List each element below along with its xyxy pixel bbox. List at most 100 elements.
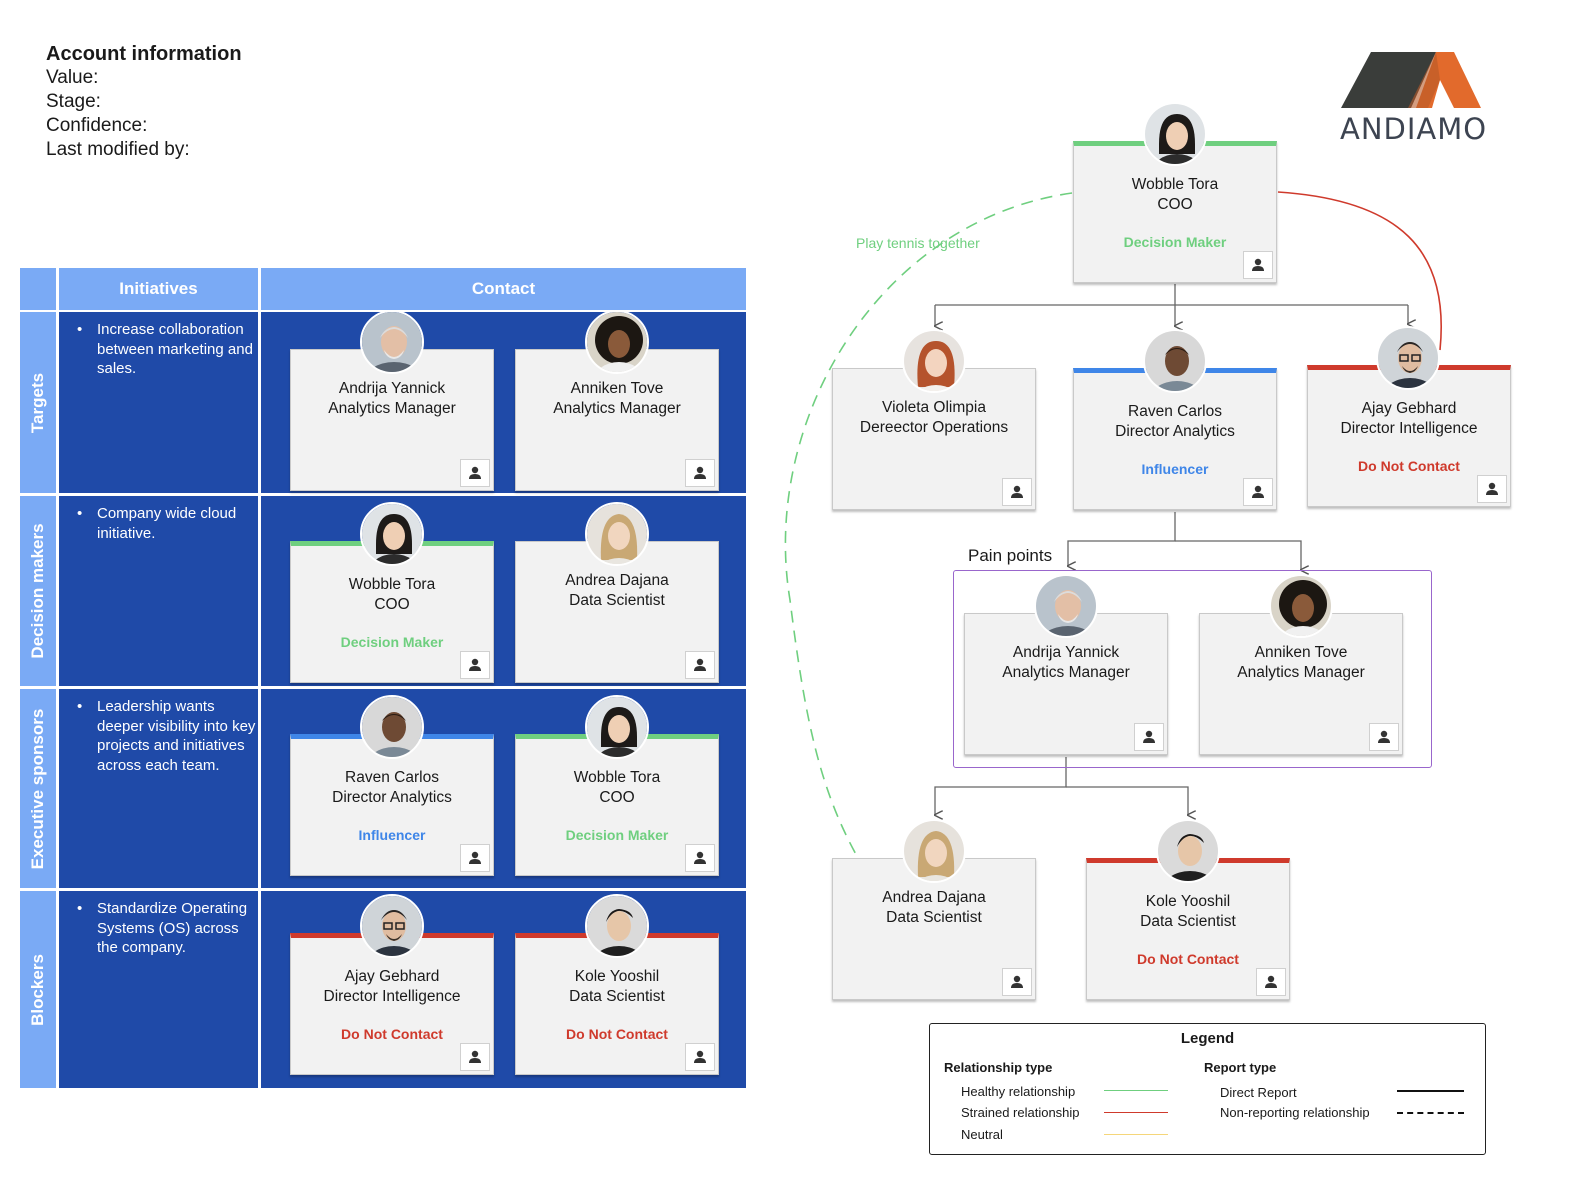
contact-name: Violeta Olimpia <box>882 399 986 416</box>
profile-button[interactable] <box>460 651 490 679</box>
legend-strained: Strained relationship <box>961 1105 1080 1120</box>
contact-role: Analytics Manager <box>553 400 681 417</box>
person-icon <box>1263 974 1279 990</box>
initiative-text: Leadership wants deeper visibility into … <box>77 697 258 775</box>
profile-button[interactable] <box>685 1043 715 1071</box>
profile-button[interactable] <box>1477 475 1507 503</box>
initiative-blockers: Standardize Operating Systems (OS) acros… <box>59 891 258 1088</box>
initiative-text: Increase collaboration between marketing… <box>77 320 258 379</box>
person-icon <box>1250 484 1266 500</box>
contact-card[interactable]: Ajay Gebhard Director Intelligence Do No… <box>290 933 494 1075</box>
initiative-executive-sponsors: Leadership wants deeper visibility into … <box>59 689 258 888</box>
avatar <box>1143 329 1207 393</box>
legend-non-reporting-line <box>1397 1112 1464 1114</box>
person-icon <box>1141 729 1157 745</box>
legend-healthy-line <box>1104 1090 1168 1091</box>
legend-report-heading: Report type <box>1204 1060 1277 1075</box>
status-badge: Do Not Contact <box>1137 951 1239 967</box>
person-icon <box>1250 257 1266 273</box>
account-confidence-label: Confidence: <box>46 115 148 136</box>
avatar <box>585 502 649 566</box>
contact-card[interactable]: Andrea Dajana Data Scientist <box>515 541 719 683</box>
initiative-decision-makers: Company wide cloud initiative. <box>59 496 258 686</box>
avatar <box>902 819 966 883</box>
avatar <box>1156 819 1220 883</box>
contact-name: Wobble Tora <box>348 576 436 593</box>
org-card[interactable]: Raven Carlos Director Analytics Influenc… <box>1073 368 1277 510</box>
account-value-label: Value: <box>46 67 99 88</box>
org-card[interactable]: Kole Yooshil Data Scientist Do Not Conta… <box>1086 858 1290 1000</box>
org-card[interactable]: Andrea Dajana Data Scientist <box>832 858 1036 1000</box>
person-icon <box>1009 974 1025 990</box>
contact-name: Raven Carlos <box>1128 403 1222 420</box>
pain-points-group <box>953 570 1432 768</box>
contact-role: COO <box>1157 196 1193 213</box>
contact-role: Analytics Manager <box>1237 664 1365 681</box>
contact-role: COO <box>599 789 635 806</box>
profile-button[interactable] <box>685 651 715 679</box>
profile-button[interactable] <box>685 459 715 487</box>
contact-role: Data Scientist <box>886 909 982 926</box>
contact-card[interactable]: Raven Carlos Director Analytics Influenc… <box>290 734 494 876</box>
legend: Legend Relationship type Healthy relatio… <box>929 1023 1486 1155</box>
profile-button[interactable] <box>1243 478 1273 506</box>
profile-button[interactable] <box>460 844 490 872</box>
contact-name: Andrea Dajana <box>565 572 669 589</box>
profile-button[interactable] <box>685 844 715 872</box>
account-stage-label: Stage: <box>46 91 101 112</box>
initiative-text: Company wide cloud initiative. <box>77 504 258 543</box>
profile-button[interactable] <box>1002 968 1032 996</box>
contact-name: Andrija Yannick <box>338 380 446 397</box>
profile-button[interactable] <box>1134 723 1164 751</box>
avatar <box>585 894 649 958</box>
contact-role: Director Intelligence <box>323 988 461 1005</box>
status-badge: Influencer <box>358 827 426 843</box>
avatar <box>1034 574 1098 638</box>
contact-name: Ajay Gebhard <box>1361 400 1457 417</box>
contact-role: COO <box>374 596 410 613</box>
row-label-blockers: Blockers <box>20 891 56 1088</box>
status-badge: Do Not Contact <box>1358 458 1460 474</box>
status-badge: Decision Maker <box>565 827 669 843</box>
avatar <box>585 695 649 759</box>
initiative-text: Standardize Operating Systems (OS) acros… <box>77 899 258 958</box>
andiamo-logo <box>1341 52 1481 108</box>
pain-points-label: Pain points <box>968 546 1053 565</box>
profile-button[interactable] <box>460 459 490 487</box>
profile-button[interactable] <box>1002 478 1032 506</box>
contact-role: Director Analytics <box>1115 423 1235 440</box>
contact-card[interactable]: Andrija Yannick Analytics Manager <box>290 349 494 491</box>
contact-name: Anniken Tove <box>1254 644 1348 661</box>
status-badge: Do Not Contact <box>341 1026 443 1042</box>
initiative-targets: Increase collaboration between marketing… <box>59 312 258 493</box>
logo-text: ANDIAMO <box>1340 112 1488 146</box>
person-icon <box>1376 729 1392 745</box>
avatar <box>360 695 424 759</box>
legend-direct: Direct Report <box>1220 1085 1297 1100</box>
status-badge: Decision Maker <box>1123 234 1227 250</box>
avatar <box>902 329 966 393</box>
contact-name: Anniken Tove <box>570 380 664 397</box>
row-label-targets: Targets <box>20 312 56 493</box>
contact-role: Analytics Manager <box>328 400 456 417</box>
legend-healthy: Healthy relationship <box>961 1084 1076 1099</box>
profile-button[interactable] <box>1243 251 1273 279</box>
legend-neutral: Neutral <box>961 1127 1003 1142</box>
contact-role: Data Scientist <box>569 988 665 1005</box>
profile-button[interactable] <box>460 1043 490 1071</box>
person-icon <box>1484 481 1500 497</box>
profile-button[interactable] <box>1256 968 1286 996</box>
legend-neutral-line <box>1104 1134 1168 1135</box>
contact-name: Kole Yooshil <box>1145 893 1231 910</box>
legend-strained-line <box>1104 1112 1168 1113</box>
status-badge: Influencer <box>1141 461 1209 477</box>
contact-header: Contact <box>261 268 746 310</box>
avatar <box>360 310 424 374</box>
profile-button[interactable] <box>1369 723 1399 751</box>
avatar <box>360 894 424 958</box>
status-badge: Do Not Contact <box>566 1026 668 1042</box>
avatar <box>1376 326 1440 390</box>
avatar <box>360 502 424 566</box>
contact-name: Wobble Tora <box>1131 176 1219 193</box>
